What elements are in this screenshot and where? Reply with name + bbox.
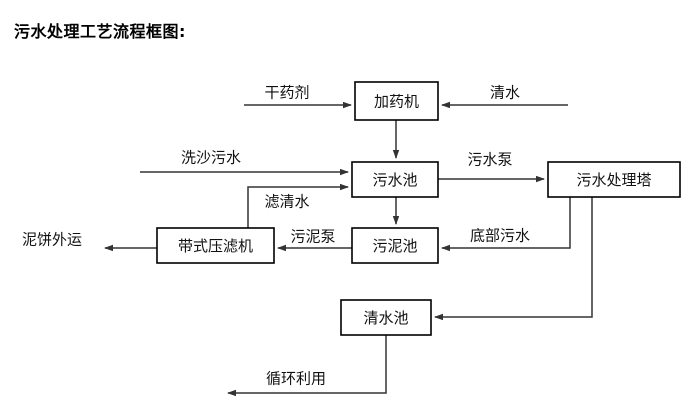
edge-label-recycle: 循环利用 [266, 370, 326, 388]
node-clear-pool-box[interactable] [340, 299, 432, 336]
node-clear-pool-label: 清水池 [363, 309, 408, 327]
edge-labels-group: 干药剂 清水 洗沙污水 滤清水 污水泵 泥饼外运 污泥泵 底部污水 循环利用 [22, 84, 530, 388]
node-treat-tower-box[interactable] [547, 161, 681, 198]
node-sludge-pool[interactable]: 污泥池 [351, 227, 439, 264]
edge-label-dry-agent: 干药剂 [264, 84, 309, 102]
node-belt-press-label: 带式压滤机 [178, 237, 253, 255]
node-sewage-pool[interactable]: 污水池 [351, 161, 439, 198]
edges-group [104, 101, 593, 397]
edge-label-filtrate: 滤清水 [264, 193, 309, 211]
node-sewage-pool-label: 污水池 [372, 171, 417, 189]
edge-label-bottom-water: 底部污水 [470, 227, 530, 245]
node-sludge-pool-box[interactable] [351, 227, 439, 264]
node-dosing-label: 加药机 [374, 93, 419, 111]
edge-label-sewage-pump: 污水泵 [467, 151, 512, 169]
edge-tower-to-clear-pool [434, 197, 593, 321]
edge-label-clean-water: 清水 [490, 84, 520, 102]
edge-label-mud-cake: 泥饼外运 [22, 231, 82, 249]
edge-label-sand-wash: 洗沙污水 [181, 149, 241, 167]
node-treat-tower-label: 污水处理塔 [576, 171, 651, 189]
node-belt-press[interactable]: 带式压滤机 [156, 227, 275, 264]
page-title: 污水处理工艺流程框图: [14, 22, 186, 41]
node-sewage-pool-box[interactable] [351, 161, 439, 198]
edge-tower-bottom-water-to-sludge-pool [441, 197, 571, 252]
node-belt-press-box[interactable] [156, 227, 275, 264]
nodes-group: 加药机 污水池 污水处理塔 带式压滤机 污泥池 清水池 [156, 81, 681, 336]
node-dosing-box[interactable] [354, 81, 439, 121]
edge-label-sludge-pump: 污泥泵 [290, 228, 335, 246]
node-clear-pool[interactable]: 清水池 [340, 299, 432, 336]
edge-filtrate-to-sewage-pool [247, 183, 349, 228]
node-sludge-pool-label: 污泥池 [372, 237, 417, 255]
node-dosing[interactable]: 加药机 [354, 81, 439, 121]
edge-clear-pool-to-recycle [227, 335, 387, 397]
node-treat-tower[interactable]: 污水处理塔 [547, 161, 681, 198]
